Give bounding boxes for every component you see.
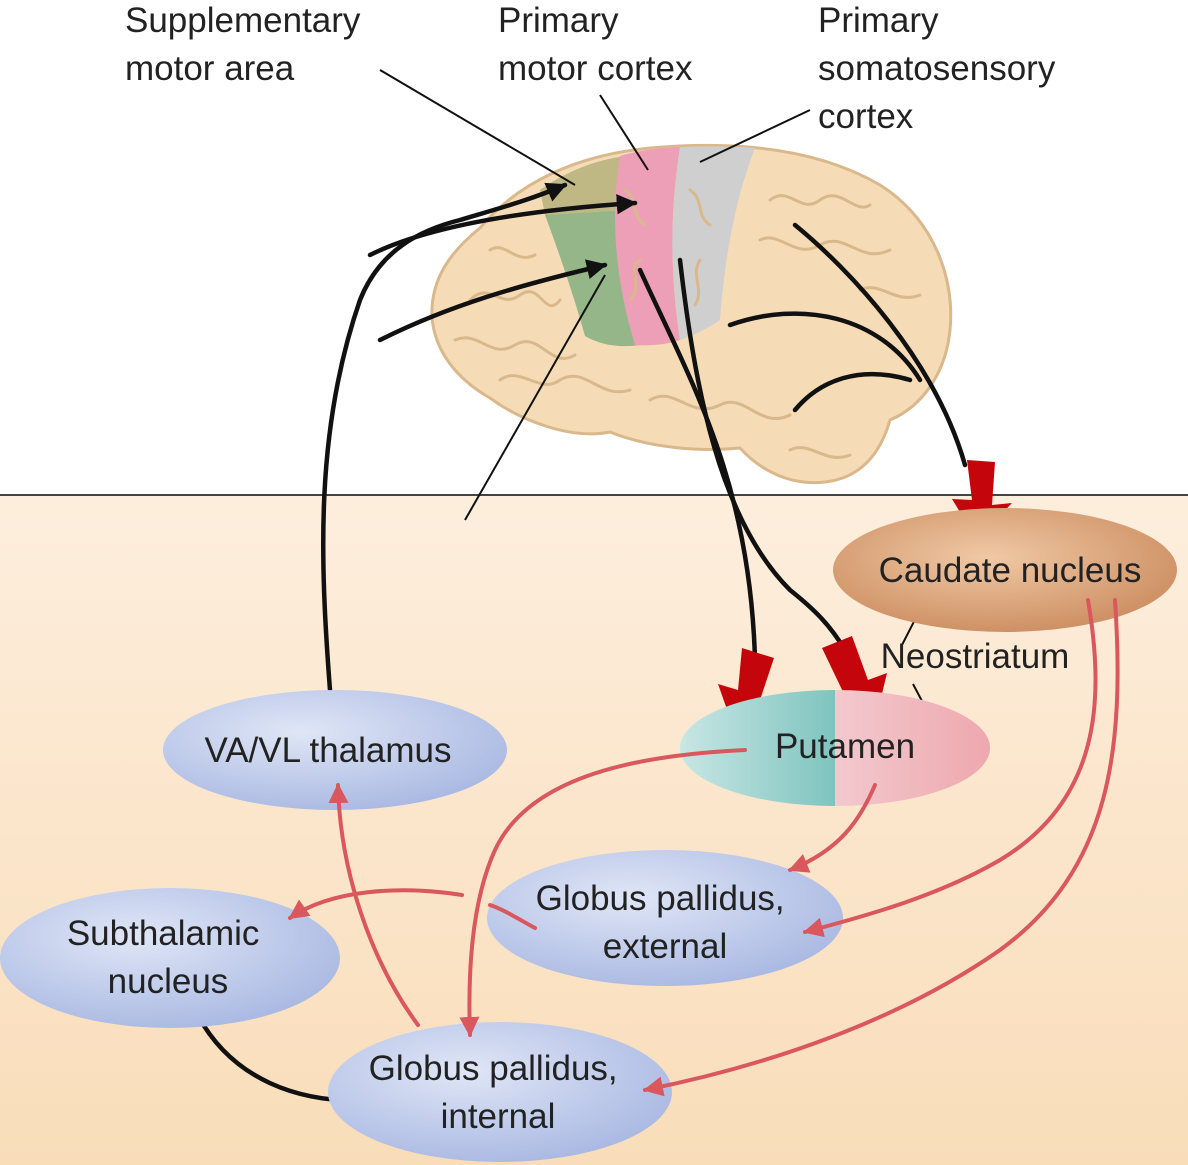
node-va-vl-thalamus-label: VA/VL thalamus: [204, 731, 451, 770]
label-neostriatum: Neostriatum: [881, 637, 1070, 676]
node-putamen: Putamen: [680, 690, 990, 806]
red-pathways: [288, 598, 1120, 1097]
node-globus-pallidus-internal: Globus pallidus, internal: [328, 1022, 672, 1162]
node-globus-pallidus-external-label: Globus pallidus, external: [536, 879, 795, 966]
black-pathways: [192, 182, 968, 1112]
node-subthalamic-nucleus: Subthalamic nucleus: [0, 888, 340, 1028]
label-primary-somatosensory-cortex: Primary somatosensory cortex: [818, 1, 1065, 136]
node-globus-pallidus-internal-label: Globus pallidus, internal: [369, 1049, 628, 1136]
label-primary-motor-cortex: Primary motor cortex: [498, 1, 693, 88]
node-va-vl-thalamus: VA/VL thalamus: [163, 690, 507, 810]
node-caudate-nucleus: Caudate nucleus: [833, 508, 1177, 632]
node-globus-pallidus-external: Globus pallidus, external: [487, 850, 843, 986]
label-supplementary-motor-area: Supplementary motor area: [125, 1, 370, 88]
node-subthalamic-nucleus-label: Subthalamic nucleus: [67, 914, 269, 1001]
node-putamen-label: Putamen: [775, 727, 915, 766]
node-caudate-nucleus-label: Caudate nucleus: [879, 551, 1142, 590]
